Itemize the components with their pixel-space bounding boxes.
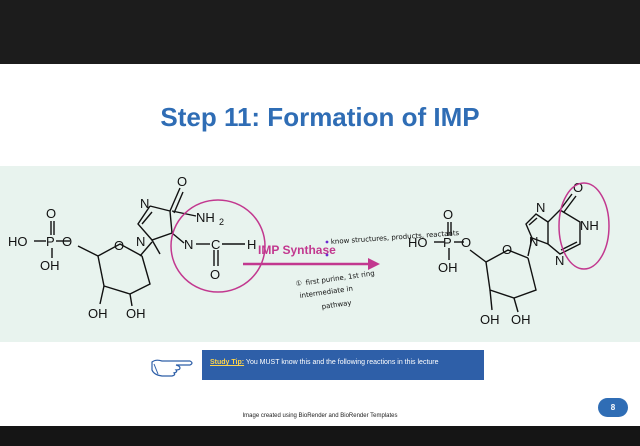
study-tip-box: Study Tip: You MUST know this and the fo… — [202, 350, 484, 380]
note-line-3: pathway — [321, 299, 352, 311]
label-n: N — [536, 200, 545, 215]
label-n: N — [184, 237, 193, 252]
product-labels: O NH N N N O HO P O OH O OH OH — [408, 180, 599, 327]
reactant-labels: O N NH 2 N N C H O O HO P O OH O OH OH — [8, 174, 256, 321]
note-bullet — [325, 253, 329, 257]
reaction-band — [0, 166, 640, 342]
label-o: O — [46, 206, 56, 221]
slide-title: Step 11: Formation of IMP — [160, 102, 480, 132]
study-tip-label: Study Tip: — [210, 359, 245, 366]
label-nh2: NH — [196, 210, 215, 225]
label-n: N — [140, 196, 149, 211]
ring-highlight-circle — [558, 182, 610, 270]
label-c: C — [211, 237, 220, 252]
pointing-hand-icon — [151, 359, 193, 377]
label-o: O — [177, 174, 187, 189]
study-tip-text: You MUST know this and the following rea… — [244, 359, 439, 366]
label-n: N — [529, 234, 538, 249]
reaction-scheme: O N NH 2 N N C H O O HO P O OH O OH OH — [8, 174, 266, 321]
label-ho: HO — [408, 235, 428, 250]
label-p: P — [46, 234, 55, 249]
note-line-1: first purine, 1st ring — [305, 269, 375, 287]
note-line-2: intermediate in — [299, 285, 353, 300]
label-n: N — [555, 253, 564, 268]
label-o: O — [461, 235, 471, 250]
label-2: 2 — [219, 217, 224, 227]
label-o: O — [443, 207, 453, 222]
arrow-label: IMP Synthase — [258, 243, 336, 257]
label-o: O — [114, 238, 124, 253]
note-circled-number: ① — [295, 279, 302, 288]
label-o: O — [62, 234, 72, 249]
label-ho: HO — [8, 234, 28, 249]
image-credit: Image created using BioRender and BioRen… — [242, 413, 398, 419]
label-oh: OH — [480, 312, 500, 327]
formyl-highlight-circle — [170, 199, 266, 293]
label-p: P — [443, 235, 452, 250]
label-o: O — [573, 180, 583, 195]
label-oh: OH — [511, 312, 531, 327]
bottom-letterbox — [0, 426, 640, 446]
label-oh: OH — [126, 306, 146, 321]
slide: Step 11: Formation of IMP — [0, 64, 640, 426]
top-letterbox — [0, 0, 640, 64]
note-bullet-text: know structures, products, reactants — [331, 229, 460, 246]
page-number-badge: 8 — [598, 398, 628, 417]
note-bullet — [325, 240, 329, 244]
label-o: O — [210, 267, 220, 282]
reaction-overlay: IMP Synthase know structures, products, … — [243, 180, 610, 327]
reactant-molecule — [34, 187, 245, 307]
label-nh: NH — [580, 218, 599, 233]
label-oh: OH — [40, 258, 60, 273]
reaction-arrow-head — [368, 258, 380, 270]
label-o: O — [502, 242, 512, 257]
label-oh: OH — [438, 260, 458, 275]
label-h: H — [247, 237, 256, 252]
label-oh: OH — [88, 306, 108, 321]
label-n: N — [136, 234, 145, 249]
